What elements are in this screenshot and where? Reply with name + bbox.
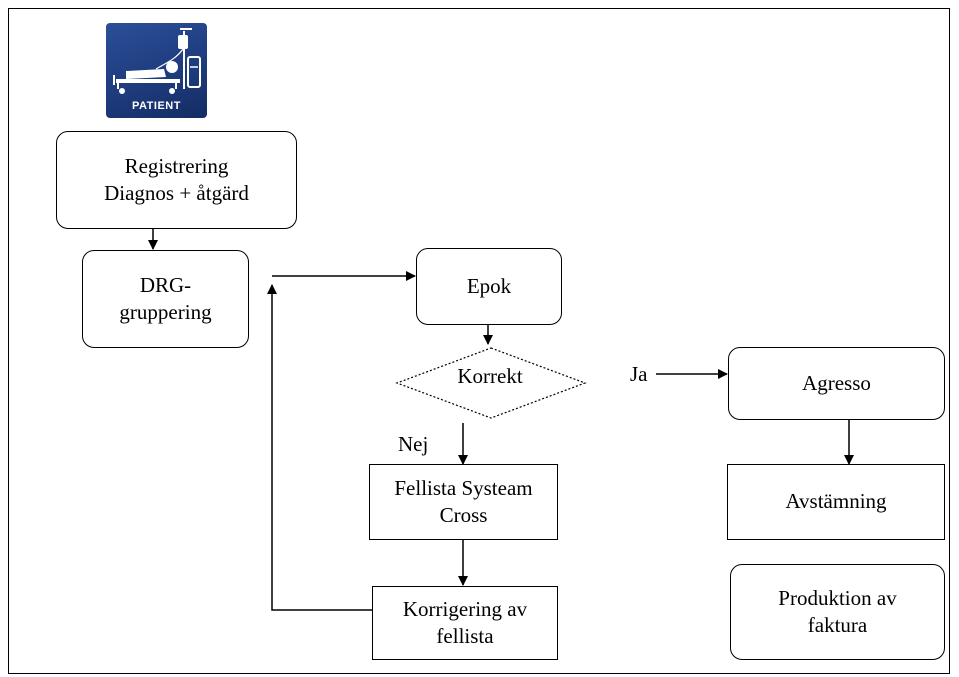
- edge-label-nej: Nej: [398, 432, 429, 456]
- hospital-bed-iv-icon: [113, 28, 201, 94]
- node-korrigering-label: Korrigering av fellista: [402, 596, 528, 648]
- decision-korrekt: [395, 347, 587, 419]
- diagram-frame: [8, 8, 950, 674]
- node-korrigering: Korrigering av fellista: [372, 586, 558, 660]
- node-avstamning-label: Avstämning: [785, 489, 887, 514]
- node-produktion-label: Produktion av faktura: [778, 585, 897, 637]
- node-registrering: Registrering Diagnos + åtgärd: [56, 131, 297, 229]
- node-epok: Epok: [416, 248, 562, 325]
- node-agresso: Agresso: [728, 347, 945, 420]
- edge-label-ja: Ja: [630, 362, 648, 386]
- node-fellista-label: Fellista Systeam Cross: [394, 475, 533, 527]
- edge-korrigering-loop: [267, 284, 372, 611]
- patient-logo: PATIENT: [106, 23, 207, 118]
- node-epok-label: Epok: [466, 273, 512, 298]
- node-avstamning: Avstämning: [727, 464, 945, 540]
- node-drg-label: DRG- gruppering: [119, 272, 212, 324]
- decision-korrekt-label: Korrekt: [457, 364, 523, 388]
- node-drg: DRG- gruppering: [82, 250, 249, 348]
- node-produktion: Produktion av faktura: [730, 564, 945, 660]
- node-registrering-label: Registrering Diagnos + åtgärd: [104, 153, 249, 205]
- logo-text: PATIENT: [132, 100, 181, 112]
- node-fellista: Fellista Systeam Cross: [369, 464, 558, 540]
- node-agresso-label: Agresso: [802, 370, 871, 395]
